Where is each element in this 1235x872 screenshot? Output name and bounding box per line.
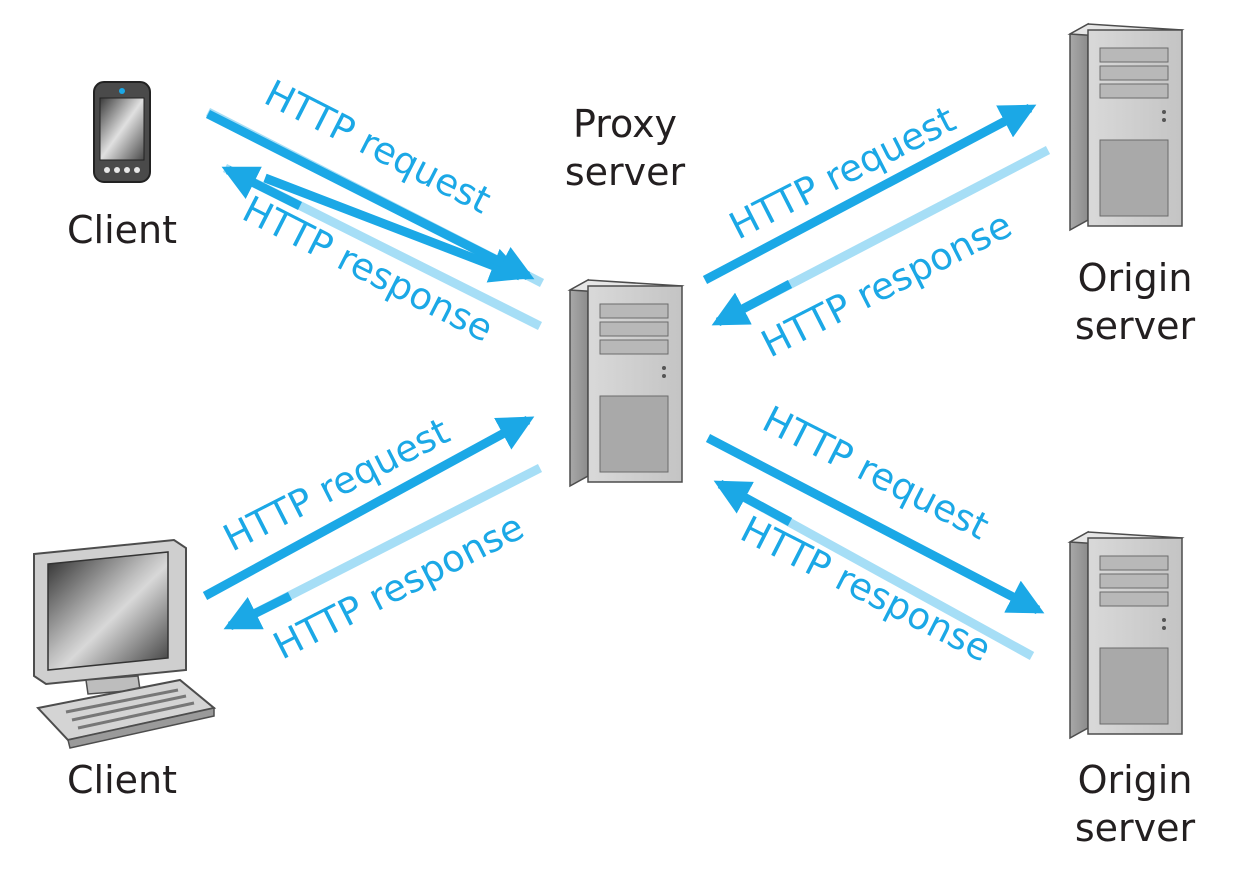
origin-top-line2: server	[1074, 304, 1196, 348]
smartphone-icon	[93, 81, 151, 183]
bottom-right-request-line	[705, 434, 1045, 614]
bottom-left-request-line	[202, 416, 535, 600]
origin-bottom-label: Origin server	[1050, 756, 1220, 852]
origin-bottom-line1: Origin	[1077, 758, 1193, 802]
top-right-response-arrow	[711, 280, 793, 326]
origin-top-label: Origin server	[1050, 254, 1220, 350]
server-tower-icon	[1069, 23, 1183, 231]
proxy-label-line2: server	[564, 150, 686, 194]
bottom-left-response-arrow	[223, 591, 293, 631]
label-bottom-left-request: HTTP request	[217, 410, 457, 560]
top-left-response-arrow	[221, 165, 303, 211]
bottom-right-response-arrow	[713, 480, 793, 526]
label-top-right-request: HTTP request	[723, 98, 963, 248]
arrow-set	[202, 104, 1051, 660]
arrows	[263, 173, 527, 283]
server-tower-icon	[1069, 531, 1183, 739]
origin-bottom-line2: server	[1074, 806, 1196, 850]
proxy-server-label: Proxy server	[540, 100, 710, 196]
client-bottom-label: Client	[66, 758, 177, 802]
top-left-request-line	[205, 109, 535, 281]
arrow-request-top-left	[263, 173, 527, 283]
server-tower-icon	[569, 279, 683, 487]
proxy-label-line1: Proxy	[572, 102, 678, 146]
client-top-label: Client	[66, 208, 177, 252]
top-right-request-line	[702, 104, 1037, 284]
origin-top-line1: Origin	[1077, 256, 1193, 300]
desktop-computer-icon	[33, 538, 217, 749]
